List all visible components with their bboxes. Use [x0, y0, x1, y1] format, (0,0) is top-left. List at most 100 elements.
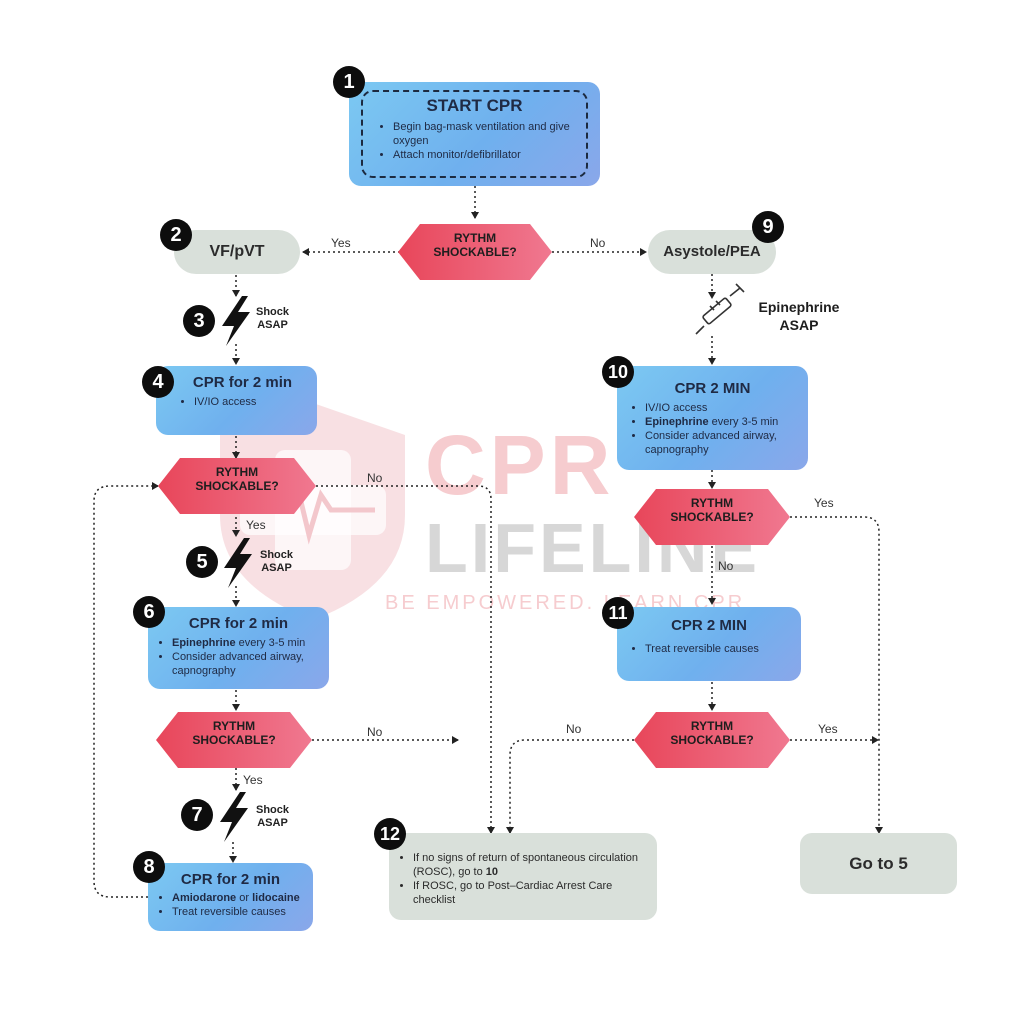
- start-cpr-box: START CPR Begin bag-mask ventilation and…: [349, 82, 600, 186]
- node-4-bullets: IV/IO access: [164, 395, 309, 409]
- edge-label-d4-no: No: [718, 559, 734, 573]
- start-cpr-title: START CPR: [426, 96, 523, 115]
- decision-1-label: RYTHM SHOCKABLE?: [410, 231, 540, 259]
- decision-2-line1: RYTHM: [215, 465, 259, 479]
- edge-label-d3-no: No: [367, 725, 383, 739]
- step-number-4: 4: [142, 366, 174, 398]
- edge-d5-no-to-12: [506, 739, 634, 834]
- cpr-2min-box-4: CPR for 2 min IV/IO access: [156, 366, 317, 435]
- node-8-title: CPR for 2 min: [180, 871, 281, 888]
- decision-2-line2: SHOCKABLE?: [195, 479, 279, 493]
- decision-diamond-5: [634, 712, 790, 768]
- asystole-pea-title: Asystole/PEA: [663, 243, 761, 260]
- node-6-bullet-1-bold: Epinephrine: [172, 637, 236, 649]
- cpr-2min-box-6: CPR for 2 min Epinephrine every 3-5 min …: [148, 607, 329, 689]
- shock-7-label: Shock ASAP: [256, 804, 289, 830]
- node-8-bullet-1-mid: or: [236, 892, 253, 904]
- decision-1-line2: SHOCKABLE?: [433, 245, 517, 259]
- shock-7-line1: Shock: [256, 804, 290, 816]
- node-11-bullet-1: Treat reversible causes: [645, 642, 793, 656]
- decision-1-line1: RYTHM: [453, 231, 497, 245]
- start-cpr-bullet-2: Attach monitor/defibrillator: [393, 148, 582, 162]
- decision-4-label: RYTHM SHOCKABLE?: [647, 496, 777, 524]
- decision-3-label: RYTHM SHOCKABLE?: [169, 719, 299, 747]
- shock-5-line1: Shock: [260, 549, 294, 561]
- node-6-bullet-2: Consider advanced airway, capnography: [172, 650, 323, 678]
- edge-label-d2-yes: Yes: [246, 518, 266, 532]
- edge-d4-yes-to-goto: [790, 516, 883, 834]
- decision-diamond-3: [156, 712, 312, 768]
- step-number-7: 7: [181, 799, 213, 831]
- node-12-bullet-1-text: If no signs of return of spontaneous cir…: [413, 852, 639, 878]
- epi-line1: Epinephrine: [758, 299, 840, 315]
- node-8-bullets: Amiodarone or lidocaine Treat reversible…: [154, 891, 307, 919]
- go-to-5-box: Go to 5: [800, 833, 957, 894]
- node-10-bullets: IV/IO access Epinephrine every 3-5 min C…: [625, 401, 800, 457]
- decision-diamond-2: [158, 458, 316, 514]
- start-cpr-bullets: Begin bag-mask ventilation and give oxyg…: [367, 120, 582, 162]
- node-8-bullet-2: Treat reversible causes: [172, 905, 307, 919]
- step-number-2: 2: [160, 219, 192, 251]
- shock-5-lightning-icon: [224, 538, 252, 588]
- go-to-5-title: Go to 5: [849, 854, 908, 873]
- edge-label-d2-no: No: [367, 471, 383, 485]
- edge-label-d1-yes: Yes: [331, 236, 351, 250]
- cpr-2min-box-10: CPR 2 MIN IV/IO access Epinephrine every…: [617, 366, 808, 470]
- decision-5-label: RYTHM SHOCKABLE?: [647, 719, 777, 747]
- shock-3-lightning-icon: [222, 296, 250, 346]
- node-6-bullet-1-rest: every 3-5 min: [235, 637, 306, 649]
- step-number-11: 11: [602, 597, 634, 629]
- step-number-5: 5: [186, 546, 218, 578]
- step-number-6: 6: [133, 596, 165, 628]
- step-number-3: 3: [183, 305, 215, 337]
- vf-pvt-box: VF/pVT: [174, 230, 300, 274]
- step-number-9: 9: [752, 211, 784, 243]
- decision-2-label: RYTHM SHOCKABLE?: [172, 465, 302, 493]
- shock-5-label: Shock ASAP: [260, 549, 293, 575]
- step-number-8: 8: [133, 851, 165, 883]
- edge-label-d4-yes: Yes: [814, 496, 834, 510]
- shock-3-line1: Shock: [256, 306, 290, 318]
- node-12-bullet-2: If ROSC, go to Post–Cardiac Arrest Care …: [413, 879, 649, 907]
- vf-pvt-title: VF/pVT: [209, 243, 265, 260]
- node-6-title: CPR for 2 min: [188, 615, 289, 632]
- node-12-bullets: If no signs of return of spontaneous cir…: [397, 851, 649, 907]
- node-11-title: CPR 2 MIN: [671, 617, 747, 634]
- shock-5-line2: ASAP: [261, 562, 292, 574]
- node-8-bullet-1: Amiodarone or lidocaine: [172, 891, 307, 905]
- epinephrine-asap-label: Epinephrine ASAP: [744, 298, 854, 334]
- node-8-bullet-1-bold2: lidocaine: [252, 892, 300, 904]
- epi-line2: ASAP: [779, 317, 819, 333]
- node-8-bullet-1-bold1: Amiodarone: [172, 892, 237, 904]
- start-cpr-bullet-1: Begin bag-mask ventilation and give oxyg…: [393, 120, 582, 148]
- node-6-bullets: Epinephrine every 3-5 min Consider advan…: [154, 636, 323, 678]
- edge-8-loop-to-d2: [93, 482, 159, 898]
- node-10-bullet-3: Consider advanced airway, capnography: [645, 429, 800, 457]
- node-11-bullets: Treat reversible causes: [625, 642, 793, 656]
- step-number-12: 12: [374, 818, 406, 850]
- node-12-bullet-1-bold: 10: [485, 866, 498, 878]
- rosc-check-box: If no signs of return of spontaneous cir…: [389, 833, 657, 920]
- decision-diamond-1: [398, 224, 552, 280]
- step-number-1: 1: [333, 66, 365, 98]
- node-10-bullet-2: Epinephrine every 3-5 min: [645, 415, 800, 429]
- cpr-2min-box-8: CPR for 2 min Amiodarone or lidocaine Tr…: [148, 863, 313, 931]
- edge-d2-to-12-no: [316, 485, 495, 834]
- decision-4-line2: SHOCKABLE?: [670, 510, 754, 524]
- edge-label-d5-yes: Yes: [818, 722, 838, 736]
- node-10-title: CPR 2 MIN: [674, 380, 751, 397]
- decision-3-line1: RYTHM: [212, 719, 256, 733]
- shock-7-line2: ASAP: [257, 817, 288, 829]
- decision-5-line1: RYTHM: [690, 719, 734, 733]
- node-12-bullet-1: If no signs of return of spontaneous cir…: [413, 851, 649, 879]
- edge-label-d5-no: No: [566, 722, 582, 736]
- decision-5-line2: SHOCKABLE?: [670, 733, 754, 747]
- node-10-bullet-2-rest: every 3-5 min: [708, 416, 779, 428]
- start-cpr-dashed-frame: START CPR Begin bag-mask ventilation and…: [361, 90, 588, 178]
- asystole-pea-box: Asystole/PEA: [648, 230, 776, 274]
- node-4-bullet-1: IV/IO access: [194, 395, 309, 409]
- edge-label-d3-yes: Yes: [243, 773, 263, 787]
- node-10-bullet-2-bold: Epinephrine: [645, 416, 709, 428]
